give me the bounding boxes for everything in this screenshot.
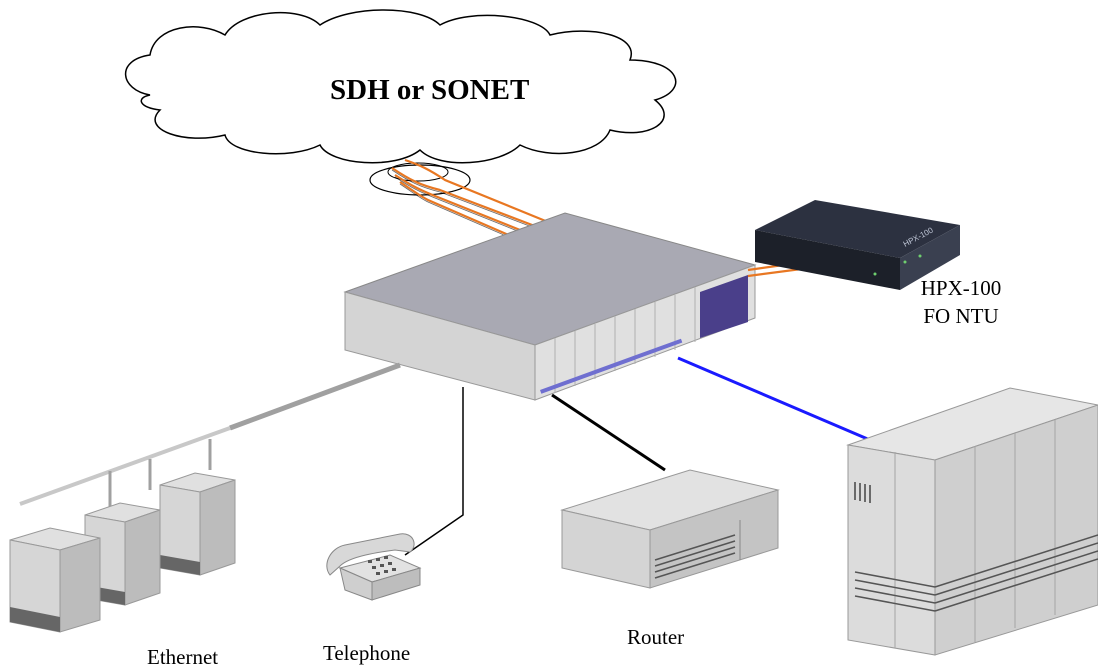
router-link	[551, 393, 666, 472]
hpx-100-ntu-device: HPX-100	[755, 200, 960, 290]
ntu-label: HPX-100 FO NTU	[906, 274, 1016, 330]
telephone-link	[404, 387, 464, 556]
router-label: Router	[627, 625, 685, 649]
ntu-label-line1: HPX-100	[920, 276, 1002, 300]
multiplexer-device	[343, 212, 757, 401]
telephone-device	[326, 533, 422, 601]
telephone-label: Telephone	[323, 641, 411, 665]
network-label: SDH or SONET	[330, 74, 530, 106]
workstation-3	[159, 472, 236, 576]
blue-link-mainframe	[677, 356, 871, 442]
fiber-links-cloud	[391, 158, 549, 242]
ethernet-workstations	[9, 472, 236, 633]
router-device	[560, 469, 780, 589]
ethernet-label: Ethernet	[147, 645, 219, 669]
workstation-1	[9, 527, 101, 633]
mux-panel	[700, 275, 748, 338]
ethernet-bus	[19, 362, 401, 508]
mainframe-device	[846, 387, 1098, 656]
ntu-label-line2: FO NTU	[923, 304, 999, 328]
